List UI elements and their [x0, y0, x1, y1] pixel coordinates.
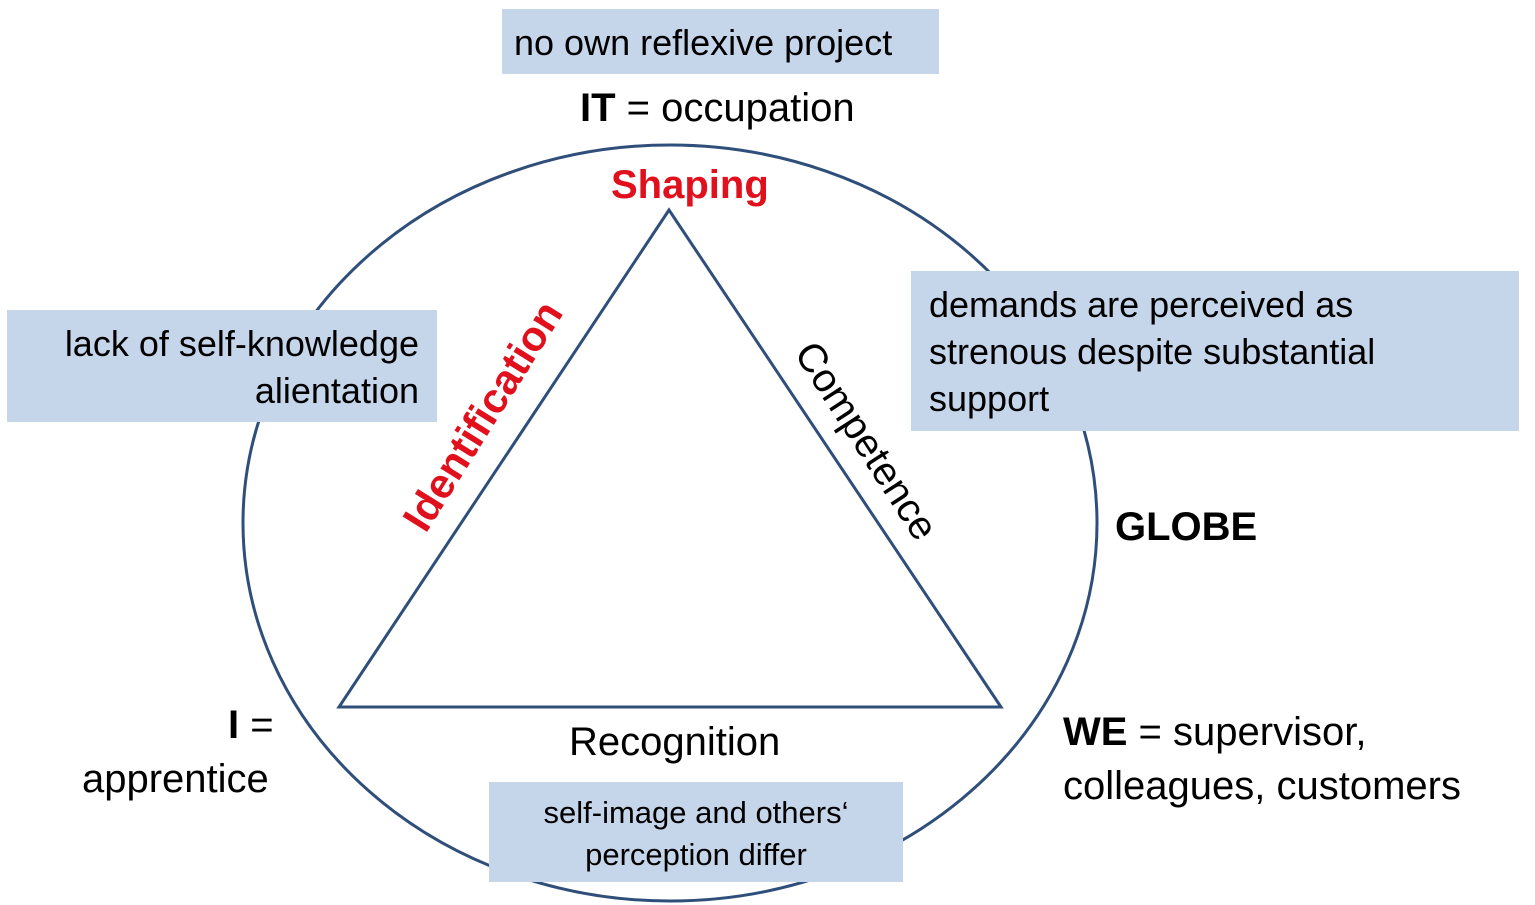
right-note-line-1: demands are perceived as	[929, 284, 1354, 325]
i-apprentice-label: I = apprentice	[82, 698, 274, 806]
we-label: WE = supervisor, colleagues, customers	[1063, 705, 1461, 813]
shaping-label: Shaping	[611, 163, 769, 207]
bottom-note-line-2: perception differ	[585, 837, 807, 872]
bottom-note-line-1: self-image and others‘	[543, 795, 849, 830]
we-value-line-2: colleagues, customers	[1063, 764, 1461, 808]
left-note-line-2: alientation	[254, 370, 419, 411]
right-note-box: demands are perceived as strenous despit…	[911, 271, 1519, 431]
it-value: = occupation	[615, 86, 855, 130]
i-eq: =	[239, 703, 274, 747]
top-note-text: no own reflexive project	[514, 22, 893, 63]
bottom-note-box: self-image and others‘ perception differ	[489, 782, 903, 882]
right-note-line-2: strenous despite substantial	[929, 331, 1376, 372]
identity-triangle	[336, 207, 1004, 709]
left-note-line-1: lack of self-knowledge	[64, 323, 419, 364]
globe-label: GLOBE	[1115, 505, 1258, 549]
right-note-line-3: support	[929, 378, 1050, 419]
recognition-label: Recognition	[569, 720, 781, 764]
i-value: apprentice	[82, 757, 269, 801]
left-note-box: lack of self-knowledge alientation	[7, 310, 437, 422]
top-note-box: no own reflexive project	[502, 9, 939, 74]
globe-circle	[241, 143, 1099, 903]
we-value-line-1: = supervisor,	[1127, 710, 1367, 754]
i-key: I	[228, 703, 240, 747]
we-key: WE	[1063, 710, 1128, 754]
it-occupation-label: IT = occupation	[580, 84, 855, 132]
it-key: IT	[580, 86, 616, 130]
